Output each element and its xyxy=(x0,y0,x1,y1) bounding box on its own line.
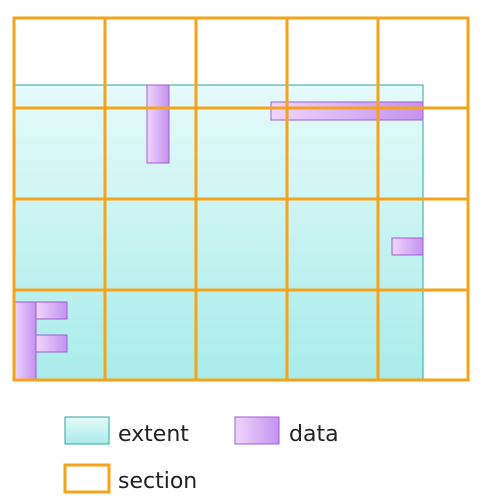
data-block-bar-lower-left xyxy=(35,334,68,353)
legend-label-section: section xyxy=(118,469,197,494)
legend-swatch-extent xyxy=(64,416,110,445)
data-block-small-right xyxy=(391,237,424,256)
legend-label-extent: extent xyxy=(118,422,189,447)
section-grid xyxy=(12,16,470,382)
data-block-bar-upper-left xyxy=(35,301,68,320)
legend-item-section: section xyxy=(63,463,197,494)
legend-label-data: data xyxy=(289,422,339,447)
data-block-vertical-bottom-left xyxy=(13,301,37,381)
legend-swatch-data xyxy=(234,416,280,445)
legend: extent data section xyxy=(63,416,339,494)
data-blocks xyxy=(13,84,424,381)
legend-item-data: data xyxy=(234,416,339,447)
data-block-horizontal-top xyxy=(270,101,424,121)
data-block-vertical-top xyxy=(146,84,170,164)
legend-swatch-section xyxy=(63,463,111,494)
legend-item-extent: extent xyxy=(64,416,189,447)
extent-area xyxy=(13,84,424,381)
